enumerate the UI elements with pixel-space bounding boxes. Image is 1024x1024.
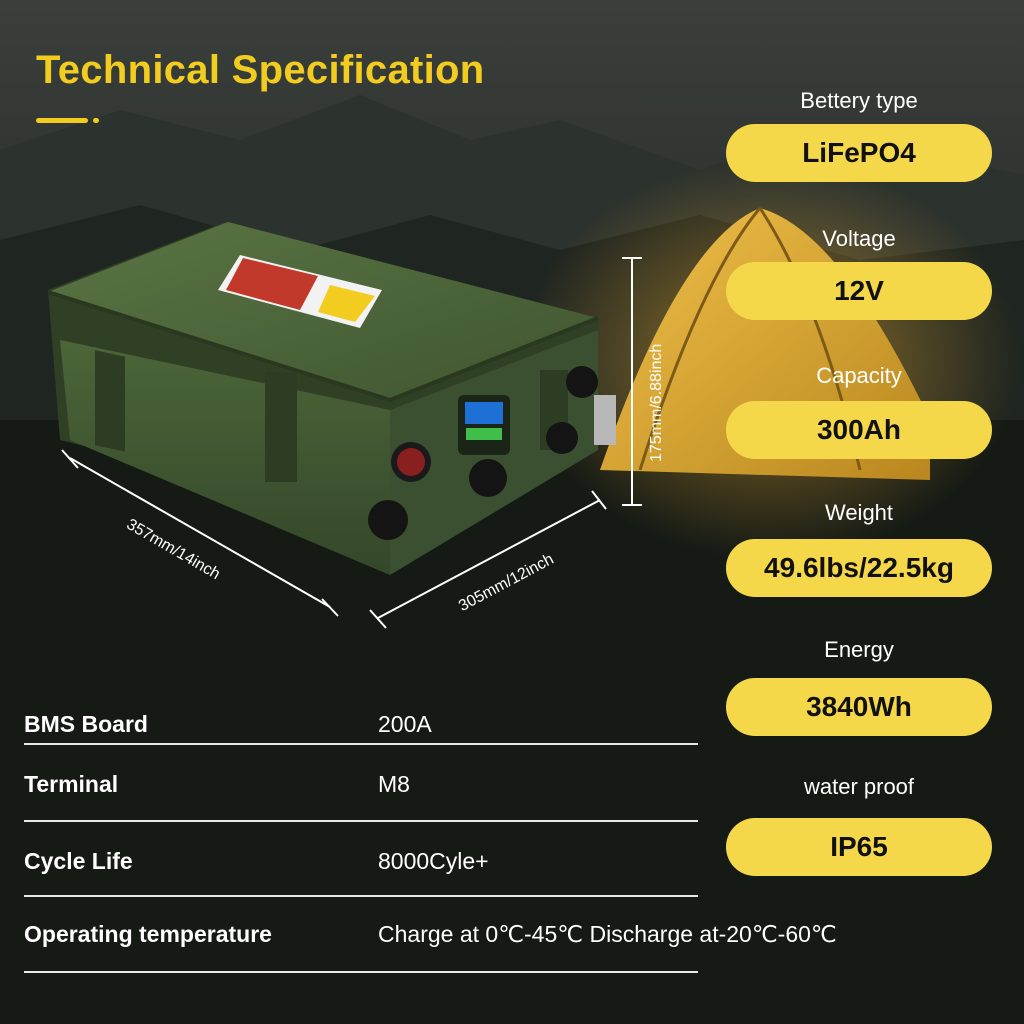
table-key: BMS Board xyxy=(24,711,148,737)
dimension-length-line xyxy=(61,449,339,617)
spec-label-energy: Energy xyxy=(824,637,894,662)
row-divider xyxy=(24,820,698,822)
row-divider xyxy=(24,895,698,897)
row-divider xyxy=(24,971,698,973)
spec-label-weight: Weight xyxy=(824,500,894,525)
table-key: Cycle Life xyxy=(24,848,133,874)
table-key: Terminal xyxy=(24,771,119,797)
spec-label-capacity: Capacity xyxy=(816,363,902,388)
title-underline-dot xyxy=(93,118,99,123)
table-value: Charge at 0℃-45℃ Discharge at-20℃-60℃ xyxy=(378,921,837,947)
table-key: Operating temperature xyxy=(24,921,272,947)
battery-case xyxy=(47,222,616,575)
dimension-width-line xyxy=(369,490,607,629)
dimension-height-line xyxy=(622,257,642,506)
spec-value-capacity: 300Ah xyxy=(726,401,992,459)
spec-label-voltage: Voltage xyxy=(822,226,896,251)
table-value: 8000Cyle+ xyxy=(378,848,489,874)
spec-value-voltage: 12V xyxy=(726,262,992,320)
spec-value-battery-type: LiFePO4 xyxy=(726,124,992,182)
table-value: 200A xyxy=(378,711,432,737)
row-divider xyxy=(24,743,698,745)
spec-label-water-proof: water proof xyxy=(803,774,915,799)
dimension-height-label: 175mm/6.88inch xyxy=(648,343,665,462)
spec-label-battery-type: Bettery type xyxy=(800,88,918,113)
spec-value-water-proof: IP65 xyxy=(726,818,992,876)
spec-value-weight: 49.6lbs/22.5kg xyxy=(726,539,992,597)
page-title: Technical Specification xyxy=(36,48,485,92)
title-underline xyxy=(36,118,88,123)
spec-value-energy: 3840Wh xyxy=(726,678,992,736)
table-value: M8 xyxy=(378,771,410,797)
